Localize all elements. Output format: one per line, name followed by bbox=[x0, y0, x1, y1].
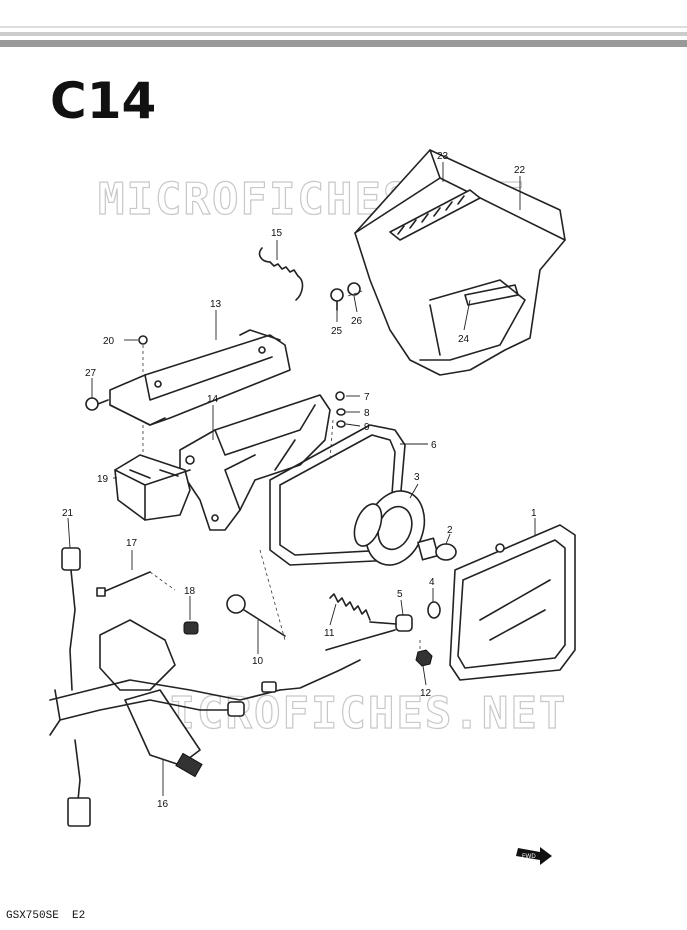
part-20-screw bbox=[138, 335, 148, 345]
label-23: 23 bbox=[437, 151, 449, 162]
label-9: 9 bbox=[364, 422, 370, 433]
part-19-relay bbox=[114, 454, 191, 521]
edition-code: E2 bbox=[72, 910, 85, 922]
part-18-nut bbox=[183, 621, 199, 635]
label-12: 12 bbox=[420, 688, 432, 699]
part-11-adjust-spring bbox=[325, 593, 397, 651]
label-14: 14 bbox=[207, 394, 219, 405]
label-11: 11 bbox=[324, 628, 335, 639]
part-27-bolt bbox=[85, 397, 109, 411]
label-13: 13 bbox=[210, 299, 222, 310]
label-4: 4 bbox=[429, 577, 435, 588]
label-16: 16 bbox=[157, 799, 169, 810]
part-25-bolt bbox=[330, 288, 344, 311]
label-7: 7 bbox=[364, 392, 370, 403]
part-number-labels: 23 22 24 25 26 15 13 20 27 14 7 8 9 6 3 … bbox=[62, 151, 537, 810]
part-16-wiring-harness bbox=[49, 619, 361, 827]
label-3: 3 bbox=[414, 472, 420, 483]
part-22-headlight-cowl bbox=[354, 149, 566, 376]
part-23-emblem bbox=[389, 189, 481, 241]
part-2-bulb bbox=[417, 537, 457, 561]
label-6: 6 bbox=[431, 440, 437, 451]
part-7-screw bbox=[335, 391, 345, 401]
part-26-damper bbox=[347, 282, 361, 296]
part-10-adjust-screw bbox=[226, 594, 286, 637]
label-20: 20 bbox=[103, 336, 115, 347]
part-13-upper-bracket bbox=[109, 329, 291, 426]
part-9-washer bbox=[336, 420, 346, 428]
part-21-connector bbox=[61, 547, 81, 691]
part-14-headlight-stay bbox=[179, 394, 331, 531]
part-1-headlight-unit bbox=[449, 524, 576, 681]
watermark-bottom: MICROFICHES.NET bbox=[140, 688, 567, 739]
part-12-nut bbox=[415, 649, 433, 667]
section-title: C14 bbox=[50, 72, 156, 130]
leader-lines bbox=[67, 162, 536, 796]
label-2: 2 bbox=[447, 525, 453, 536]
fwd-text: FWD bbox=[522, 854, 536, 860]
assembly-lines bbox=[142, 289, 421, 650]
label-26: 26 bbox=[351, 316, 363, 327]
label-1: 1 bbox=[531, 508, 537, 519]
label-5: 5 bbox=[397, 589, 403, 600]
label-8: 8 bbox=[364, 408, 370, 419]
part-3-socket-housing bbox=[353, 490, 426, 566]
label-19: 19 bbox=[97, 474, 109, 485]
label-18: 18 bbox=[184, 586, 196, 597]
label-21: 21 bbox=[62, 508, 74, 519]
front-direction-arrow: FWD bbox=[516, 847, 552, 865]
label-10: 10 bbox=[252, 656, 264, 667]
model-code: GSX750SE bbox=[6, 910, 59, 922]
top-noise-border bbox=[0, 26, 687, 47]
label-25: 25 bbox=[331, 326, 343, 337]
label-24: 24 bbox=[458, 334, 470, 345]
part-4-small-bulb bbox=[427, 601, 441, 619]
part-8-washer bbox=[336, 408, 346, 416]
part-17-bolt bbox=[96, 571, 151, 597]
part-15-spring bbox=[258, 247, 304, 301]
label-22: 22 bbox=[514, 165, 526, 176]
label-27: 27 bbox=[85, 368, 97, 379]
label-15: 15 bbox=[271, 228, 283, 239]
label-17: 17 bbox=[126, 538, 138, 549]
part-5-socket bbox=[395, 614, 413, 632]
